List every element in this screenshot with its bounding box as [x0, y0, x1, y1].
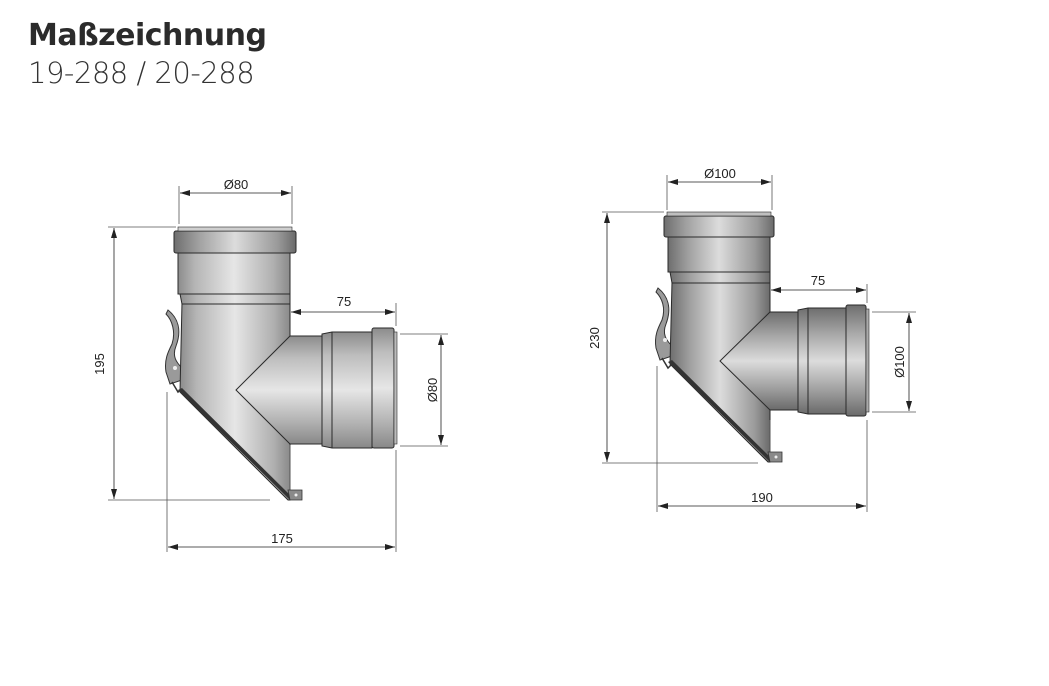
dim-height-left: 195 — [92, 353, 107, 375]
dimension-lines — [602, 175, 916, 512]
dim-branch-diameter-left: Ø80 — [425, 378, 440, 403]
page-subtitle: 19-288 / 20-288 — [28, 56, 255, 90]
dim-height-right: 230 — [587, 327, 602, 349]
clip-lever-icon — [165, 309, 183, 385]
dim-width-left: 175 — [271, 531, 293, 546]
dim-top-diameter-left: Ø80 — [224, 177, 249, 192]
dim-branch-offset-left: 75 — [337, 294, 351, 309]
drawing-19-288: Ø80 195 75 Ø80 175 — [92, 177, 448, 552]
dim-top-diameter-right: Ø100 — [704, 166, 736, 181]
dim-width-right: 190 — [751, 490, 773, 505]
page-title: Maßzeichnung — [28, 18, 267, 53]
drawing-20-288: Ø100 230 75 Ø100 190 — [587, 166, 916, 512]
dim-branch-diameter-right: Ø100 — [892, 346, 907, 378]
dimension-lines — [108, 186, 448, 552]
dim-branch-offset-right: 75 — [811, 273, 825, 288]
clip-lever-icon — [655, 287, 673, 361]
